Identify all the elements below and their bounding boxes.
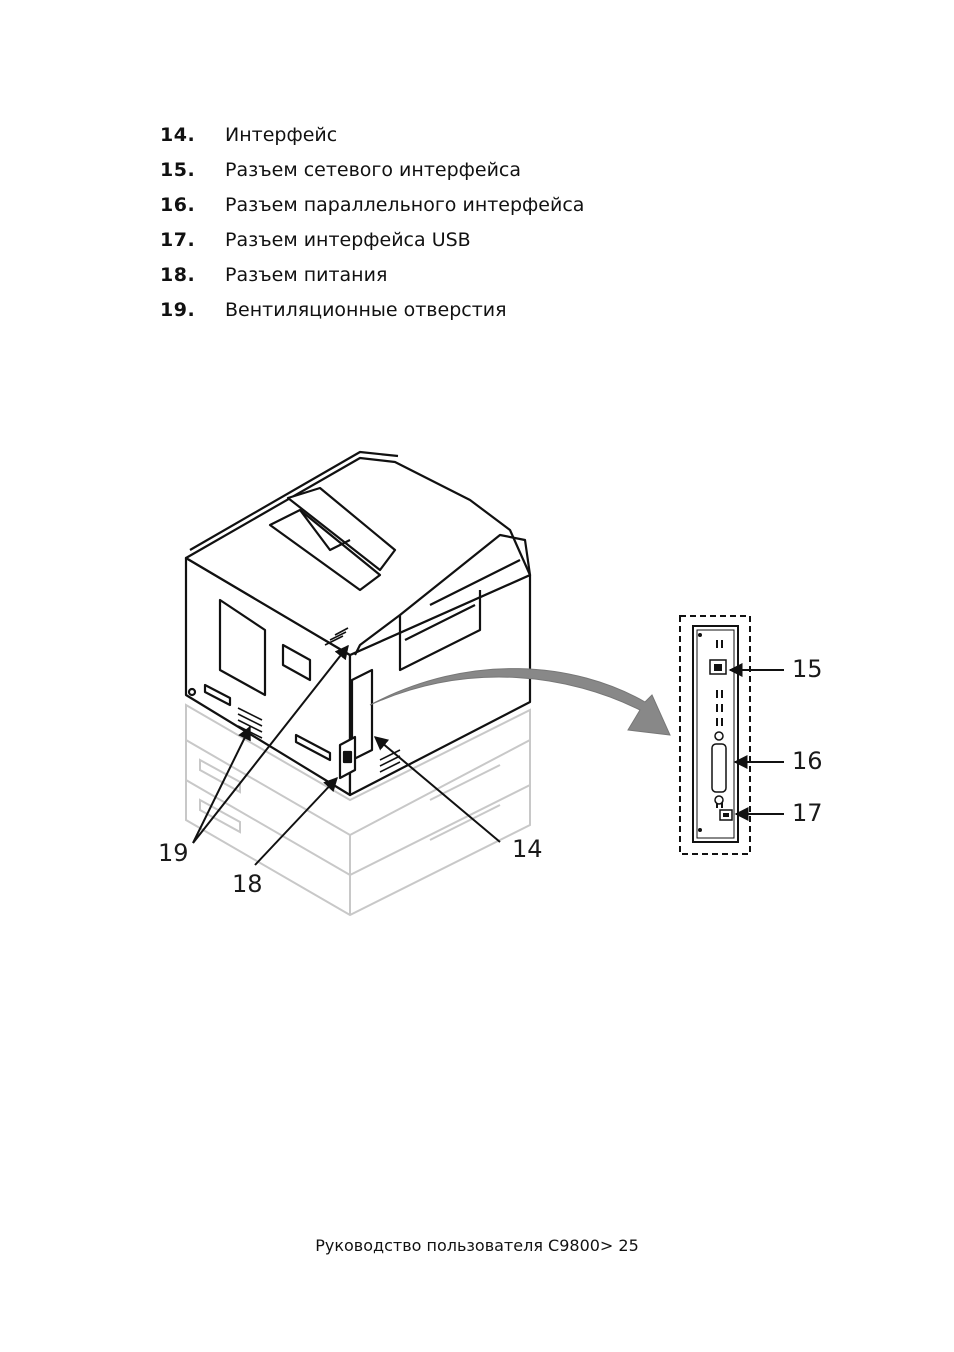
legend-number: 15. — [160, 159, 196, 181]
interface-panel-detail — [679, 615, 751, 855]
callout-18: 18 — [232, 870, 263, 898]
legend-number: 16. — [160, 194, 196, 216]
printer-body — [184, 450, 532, 797]
page-footer: Руководство пользователя C9800> 25 — [315, 1236, 639, 1255]
legend-number: 19. — [160, 299, 196, 321]
legend-label: Интерфейс — [225, 124, 338, 146]
legend-number: 18. — [160, 264, 196, 286]
zoom-arrow — [369, 668, 671, 736]
legend-number: 17. — [160, 229, 196, 251]
printer-rear-figure: 14 15 16 17 18 19 — [158, 450, 823, 917]
legend-label: Разъем интерфейса USB — [225, 229, 471, 251]
legend-label: Вентиляционные отверстия — [225, 299, 507, 321]
legend-label: Разъем питания — [225, 264, 388, 286]
callout-16: 16 — [792, 747, 823, 775]
legend-number: 14. — [160, 124, 196, 146]
legend-label: Разъем сетевого интерфейса — [225, 159, 522, 181]
legend-label: Разъем параллельного интерфейса — [225, 194, 585, 216]
callout-17: 17 — [792, 799, 823, 827]
optional-trays — [185, 703, 531, 917]
callout-14: 14 — [512, 835, 543, 863]
callout-19: 19 — [158, 839, 189, 867]
callout-15: 15 — [792, 655, 823, 683]
